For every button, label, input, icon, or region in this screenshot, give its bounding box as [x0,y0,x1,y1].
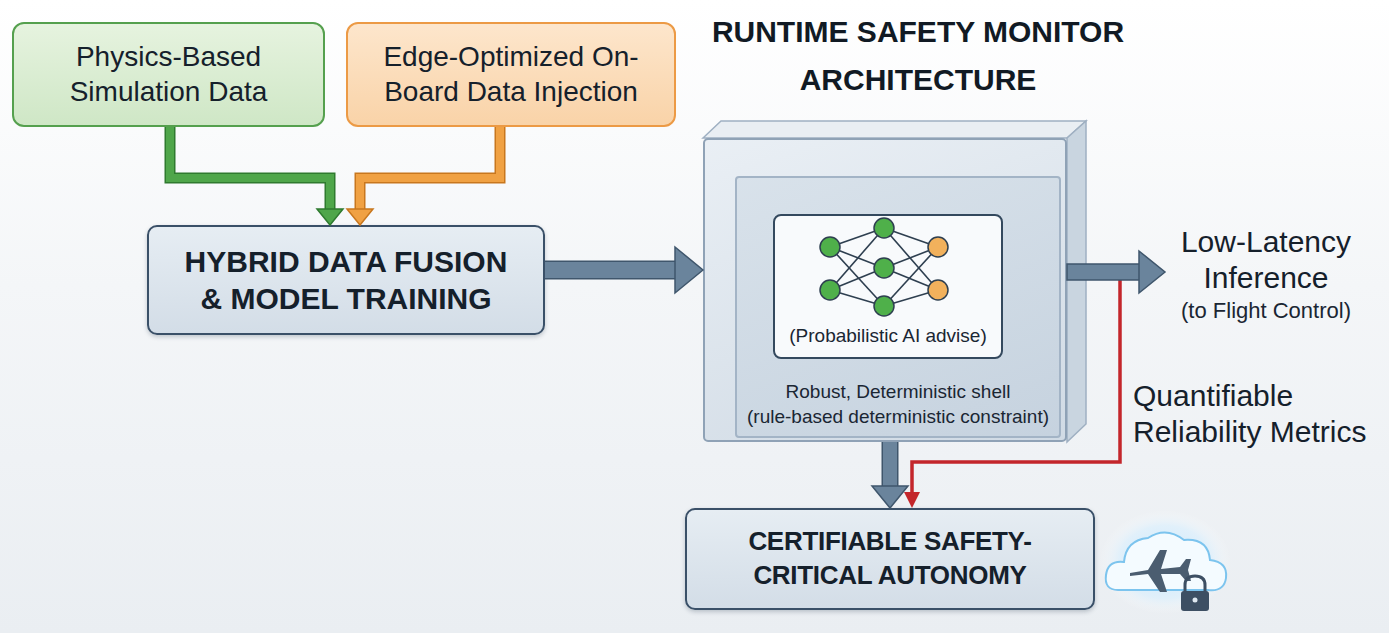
secure-plane-icon [1099,510,1231,614]
process-box: HYBRID DATA FUSION & MODEL TRAINING [147,225,545,335]
source-box: Physics-Based Simulation Data [12,22,325,127]
flow-arrow [545,247,703,293]
output-label: (to Flight Control) [1160,296,1372,327]
box-side-face [1067,121,1086,442]
shell-box: Robust, Deterministic shell(rule-based d… [735,176,1061,438]
edge-label: Quantifiable Reliability Metrics [1133,378,1388,450]
box-text: Edge-Optimized On-Board Data Injection [356,40,666,108]
box-text: (rule-based deterministic constraint) [747,404,1049,430]
box-text: (Probabilistic AI advise) [789,323,986,349]
source-box: Edge-Optimized On-Board Data Injection [346,22,676,127]
box-text: Physics-Based Simulation Data [22,40,315,108]
flow-arrow [872,442,908,508]
flow-arrow [904,272,1120,508]
box-text: HYBRID DATA FUSION & MODEL TRAINING [173,243,519,318]
flow-arrow [347,127,500,225]
output-label: Low-Latency Inference [1160,224,1372,296]
neural-net-icon [820,218,948,316]
box-heading: RUNTIME SAFETY MONITOR ARCHITECTURE [703,8,1133,104]
ai-core-box: (Probabilistic AI advise) [773,214,1003,359]
monitor-box: RUNTIME SAFETY MONITOR ARCHITECTURERobus… [703,138,1067,442]
output-box: CERTIFIABLE SAFETY-CRITICAL AUTONOMY [685,508,1095,610]
box-text: CERTIFIABLE SAFETY-CRITICAL AUTONOMY [691,525,1089,593]
output-arrow [1067,251,1165,293]
output-label-group: Low-Latency Inference(to Flight Control) [1160,224,1372,327]
box-text: Robust, Deterministic shell [786,379,1011,405]
box-top-face [703,121,1086,138]
flow-arrow [170,127,343,225]
